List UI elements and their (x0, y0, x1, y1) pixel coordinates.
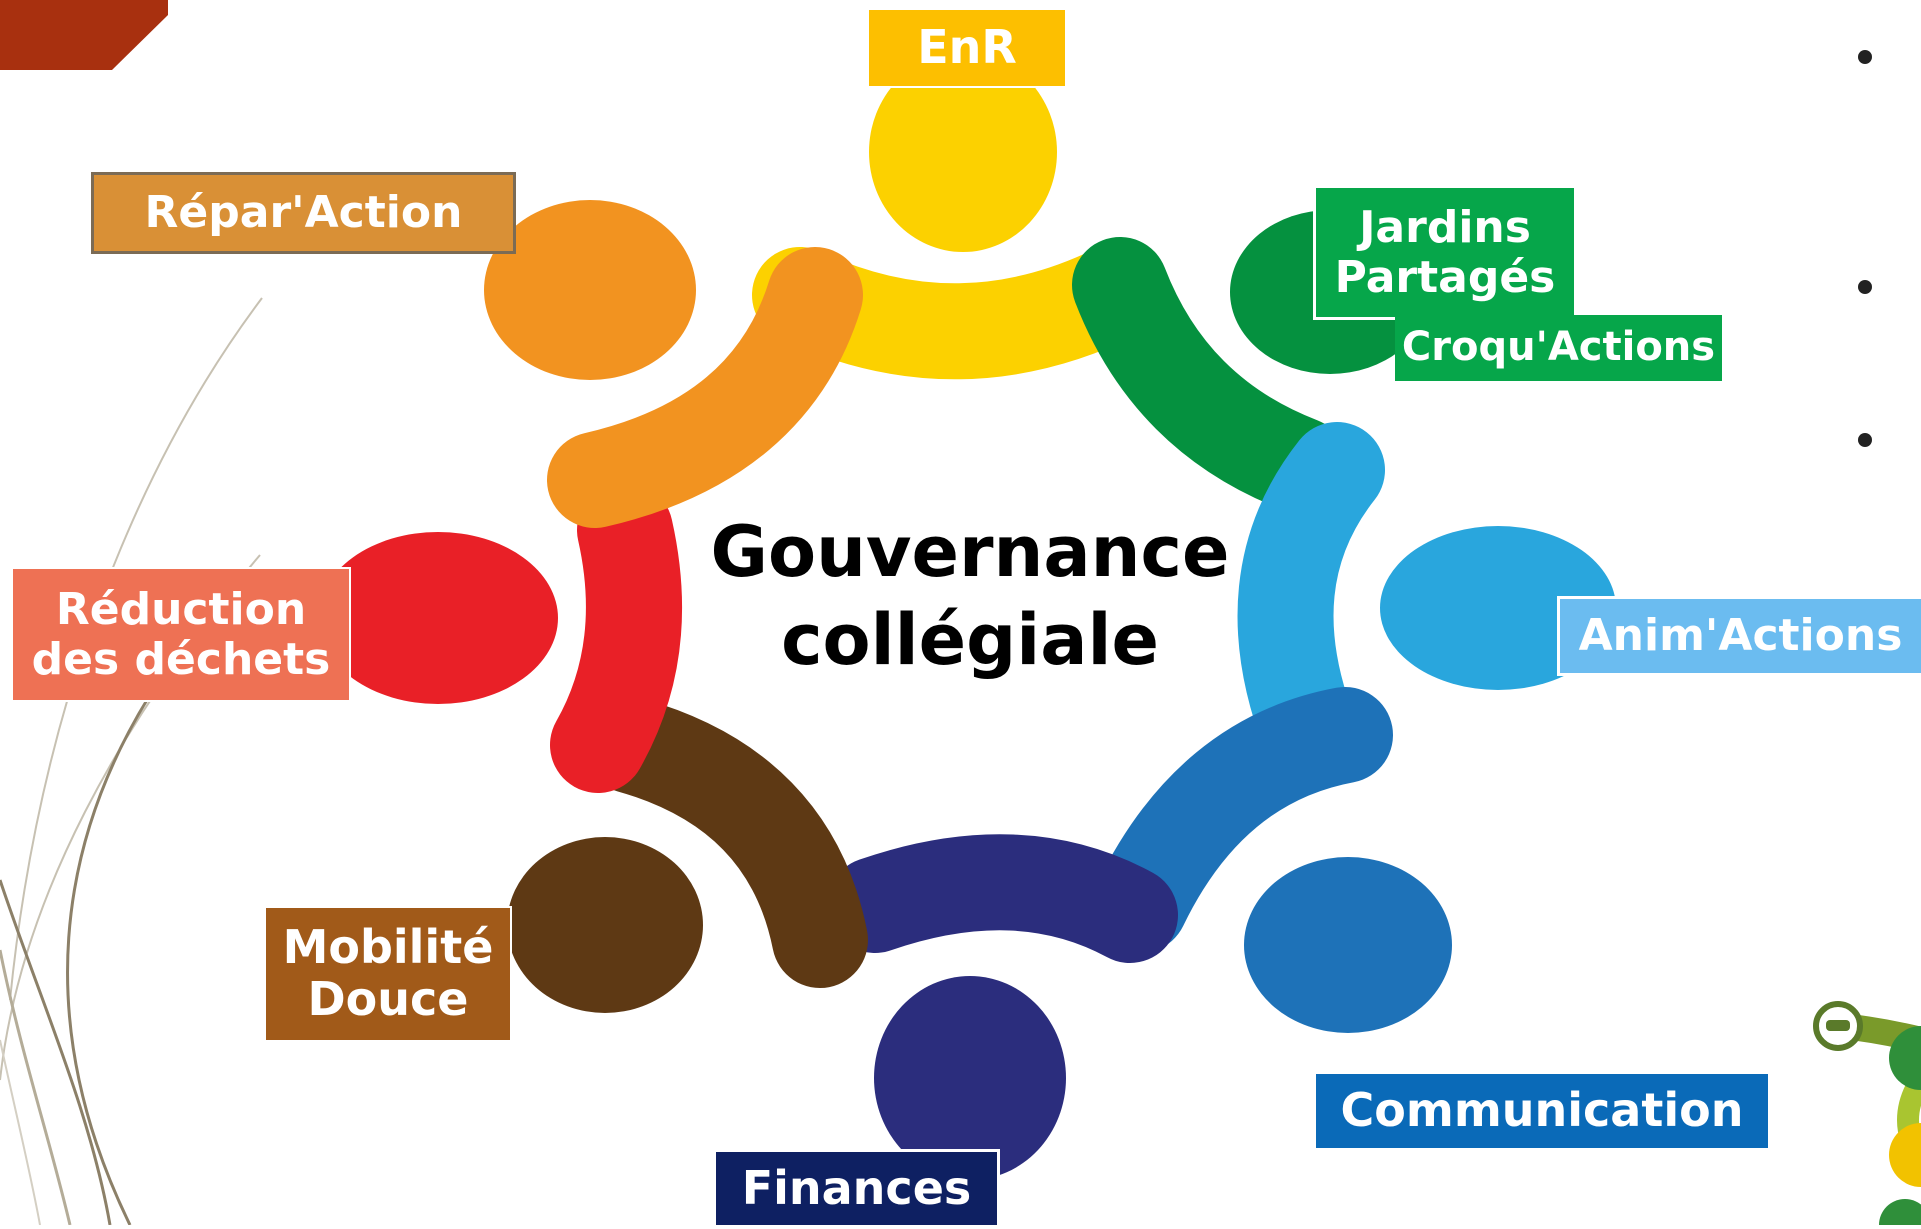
label-jardins-partages-line-1: Jardins (1359, 201, 1531, 253)
label-anim-actions: Anim'Actions (1557, 596, 1921, 676)
label-finances-text: Finances (741, 1160, 972, 1215)
figure-arm-mobilite (582, 697, 868, 988)
car-icon (1826, 1020, 1850, 1031)
label-communication-text: Communication (1340, 1083, 1744, 1138)
label-croqu-actions-text: Croqu'Actions (1401, 324, 1716, 371)
decor-line (0, 949, 72, 1226)
figure-head-enr (869, 52, 1057, 252)
logo-node-bulb-icon (1889, 1123, 1921, 1187)
figure-head-finances (874, 976, 1066, 1180)
label-reduction-dechets: Réduction des déchets (11, 567, 351, 702)
label-finances: Finances (713, 1149, 1000, 1225)
center-title-line-1: Gouvernance (710, 511, 1230, 593)
center-title: Gouvernance collégiale (690, 508, 1250, 684)
label-repar-action: Répar'Action (91, 172, 516, 254)
logo-node-leaf-icon (1879, 1199, 1921, 1229)
figure-head-communication (1244, 857, 1452, 1033)
label-reduction-dechets-line-2: des déchets (31, 633, 331, 685)
figure-head-repar (484, 200, 696, 380)
figure-head-reduction (318, 532, 558, 704)
center-title-line-2: collégiale (781, 599, 1159, 681)
label-croqu-actions: Croqu'Actions (1395, 315, 1722, 381)
corner-accent-shape (0, 0, 168, 70)
label-repar-action-text: Répar'Action (144, 187, 463, 239)
label-reduction-dechets-line-1: Réduction (55, 583, 307, 635)
figure-head-mobilite (507, 837, 703, 1013)
logo-node-tractor-icon (1889, 1026, 1921, 1090)
decor-line (0, 1039, 41, 1226)
bullet-dot (1858, 50, 1872, 64)
figure-arm-communication (1092, 687, 1393, 953)
figure-arm-finances (827, 834, 1178, 963)
figure-arm-anim (1237, 422, 1385, 783)
label-enr-text: EnR (917, 20, 1017, 75)
figure-arm-repar (547, 247, 863, 528)
label-jardins-partages: Jardins Partagés (1313, 185, 1577, 320)
bullet-dot (1858, 433, 1872, 447)
label-mobilite-douce-line-1: Mobilité (282, 920, 494, 975)
people-circle (547, 237, 1393, 988)
label-mobilite-douce: Mobilité Douce (264, 906, 512, 1042)
bullet-dot (1858, 280, 1872, 294)
label-communication: Communication (1316, 1074, 1768, 1148)
decor-line (0, 879, 112, 1226)
figure-arm-reduction (550, 482, 682, 793)
network-logo (1813, 1001, 1921, 1229)
label-jardins-partages-line-2: Partagés (1334, 251, 1556, 303)
label-enr: EnR (867, 8, 1067, 88)
bullet-list-fragment (1858, 50, 1872, 447)
figure-arm-jardins (1072, 237, 1348, 513)
label-mobilite-douce-line-2: Douce (307, 972, 469, 1026)
label-anim-actions-text: Anim'Actions (1578, 610, 1903, 662)
decor-line (66, 694, 152, 1226)
decorative-lines (0, 297, 263, 1226)
